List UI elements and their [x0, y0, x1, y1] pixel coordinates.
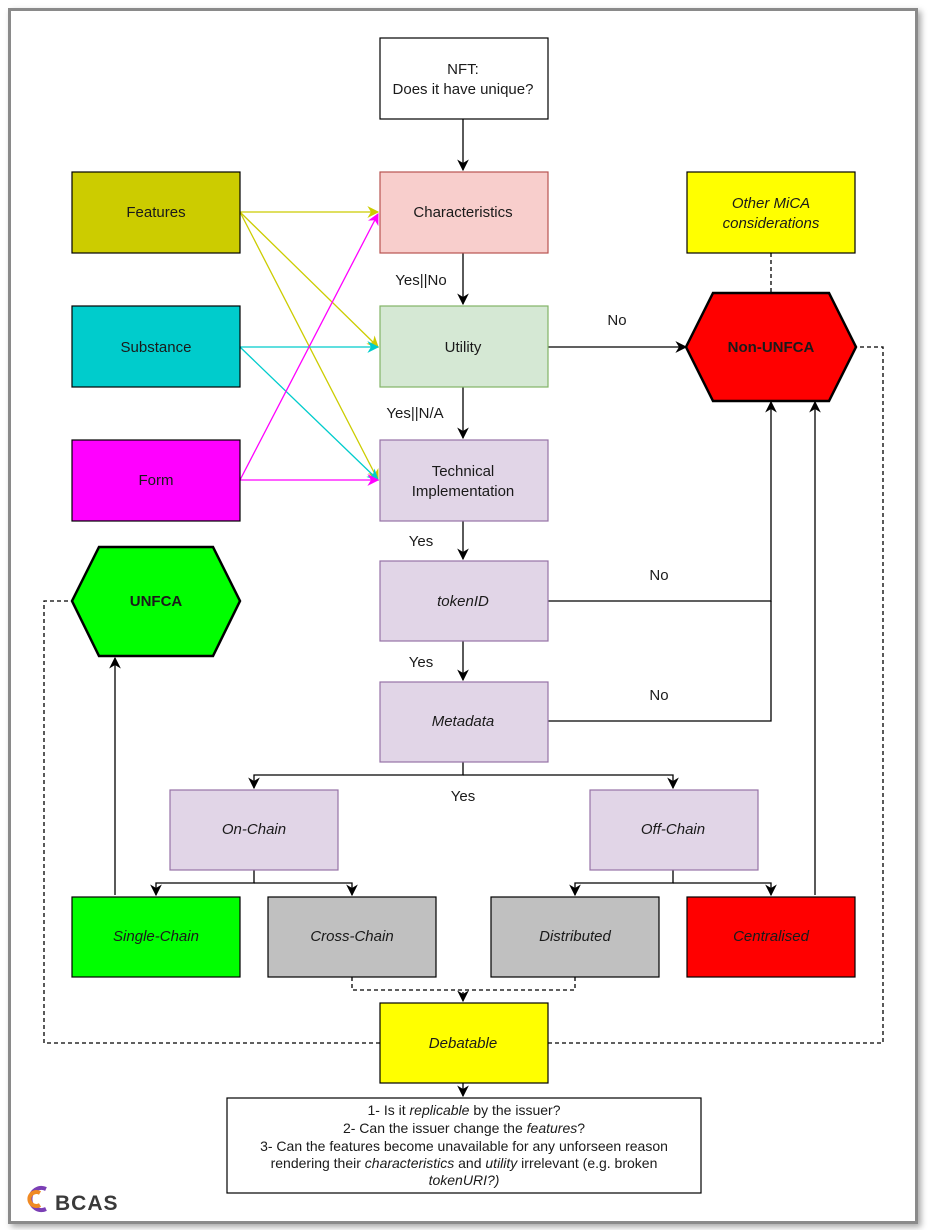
node-tokenid: tokenID	[379, 560, 549, 642]
bcas-logo-text: BCAS	[55, 1192, 119, 1215]
other-mica-label-line1: Other MiCA	[732, 195, 810, 212]
edge-label-no-tokenid: No	[649, 567, 668, 584]
nft-label-line1: NFT:	[447, 61, 479, 78]
nft-label-line2: Does it have unique?	[393, 81, 534, 98]
unfca-label: UNFCA	[130, 593, 183, 610]
edge-label-yes-na: Yes||N/A	[386, 405, 443, 422]
cross-chain-label: Cross-Chain	[310, 928, 393, 945]
utility-label: Utility	[445, 339, 482, 356]
question-3-line2: rendering their characteristics and util…	[271, 1155, 658, 1171]
edge-features-utility	[239, 211, 379, 348]
non-unfca-label: Non-UNFCA	[728, 339, 815, 356]
centralised-label: Centralised	[733, 928, 810, 945]
edge-label-yes-no: Yes||No	[395, 272, 446, 289]
node-debatable: Debatable	[379, 1002, 549, 1084]
characteristics-label: Characteristics	[413, 204, 512, 221]
edges	[43, 119, 884, 1098]
question-3-line3: tokenURI?)	[429, 1172, 500, 1188]
node-utility: Utility	[379, 305, 549, 388]
form-label: Form	[139, 472, 174, 489]
edge-onchain-cross	[254, 882, 358, 897]
node-other-mica: Other MiCA considerations	[686, 171, 856, 254]
edge-label-yes-metadata: Yes	[451, 788, 475, 805]
question-3-line1: 3- Can the features become unavailable f…	[260, 1138, 668, 1154]
node-cross-chain: Cross-Chain	[267, 896, 437, 978]
edge-substance-technical	[239, 346, 379, 481]
node-centralised: Centralised	[686, 896, 856, 978]
node-on-chain: On-Chain	[169, 789, 339, 871]
edge-metadata-nonunfca	[548, 601, 772, 722]
technical-label-line1: Technical	[432, 463, 495, 480]
edge-debatable-nonunfca	[548, 346, 884, 1044]
metadata-label: Metadata	[432, 713, 495, 730]
distributed-label: Distributed	[539, 928, 611, 945]
bcas-logo: BCAS	[27, 1186, 119, 1215]
on-chain-label: On-Chain	[222, 821, 286, 838]
node-non-unfca: Non-UNFCA	[684, 291, 858, 403]
tokenid-label: tokenID	[437, 593, 489, 610]
features-label: Features	[126, 204, 185, 221]
bcas-logo-icon	[27, 1186, 47, 1212]
edge-cross-debatable	[351, 977, 469, 1003]
node-distributed: Distributed	[490, 896, 660, 978]
node-characteristics: Characteristics	[379, 171, 549, 254]
edge-label-no-utility: No	[607, 312, 626, 329]
node-single-chain: Single-Chain	[71, 896, 241, 978]
single-chain-label: Single-Chain	[113, 928, 199, 945]
node-metadata: Metadata	[379, 681, 549, 763]
node-off-chain: Off-Chain	[589, 789, 759, 871]
node-nft: NFT: Does it have unique?	[379, 37, 549, 120]
edge-label-yes-tokenid: Yes	[409, 654, 433, 671]
off-chain-label: Off-Chain	[641, 821, 705, 838]
edge-form-characteristics	[239, 212, 379, 481]
technical-label-line2: Implementation	[412, 483, 515, 500]
debatable-label: Debatable	[429, 1035, 497, 1052]
edge-label-no-metadata: No	[649, 687, 668, 704]
substance-label: Substance	[121, 339, 192, 356]
edge-metadata-offchain	[463, 774, 679, 790]
node-unfca: UNFCA	[70, 545, 242, 658]
other-mica-label-line2: considerations	[723, 215, 820, 232]
edge-debatable-unfca	[43, 600, 380, 1044]
questions-box: 1- Is it replicable by the issuer? 2- Ca…	[226, 1097, 702, 1194]
question-2: 2- Can the issuer change the features?	[343, 1120, 585, 1136]
node-form: Form	[71, 439, 241, 522]
edge-distributed-debatable	[463, 977, 576, 991]
node-substance: Substance	[71, 305, 241, 388]
edge-offchain-distributed	[569, 870, 674, 897]
edge-onchain-single	[150, 870, 255, 897]
node-technical-implementation: Technical Implementation	[379, 439, 549, 522]
node-features: Features	[71, 171, 241, 254]
edge-label-yes-technical: Yes	[409, 533, 433, 550]
edge-offchain-centralised	[673, 882, 777, 897]
question-1: 1- Is it replicable by the issuer?	[367, 1102, 560, 1118]
edge-metadata-onchain	[248, 762, 464, 790]
